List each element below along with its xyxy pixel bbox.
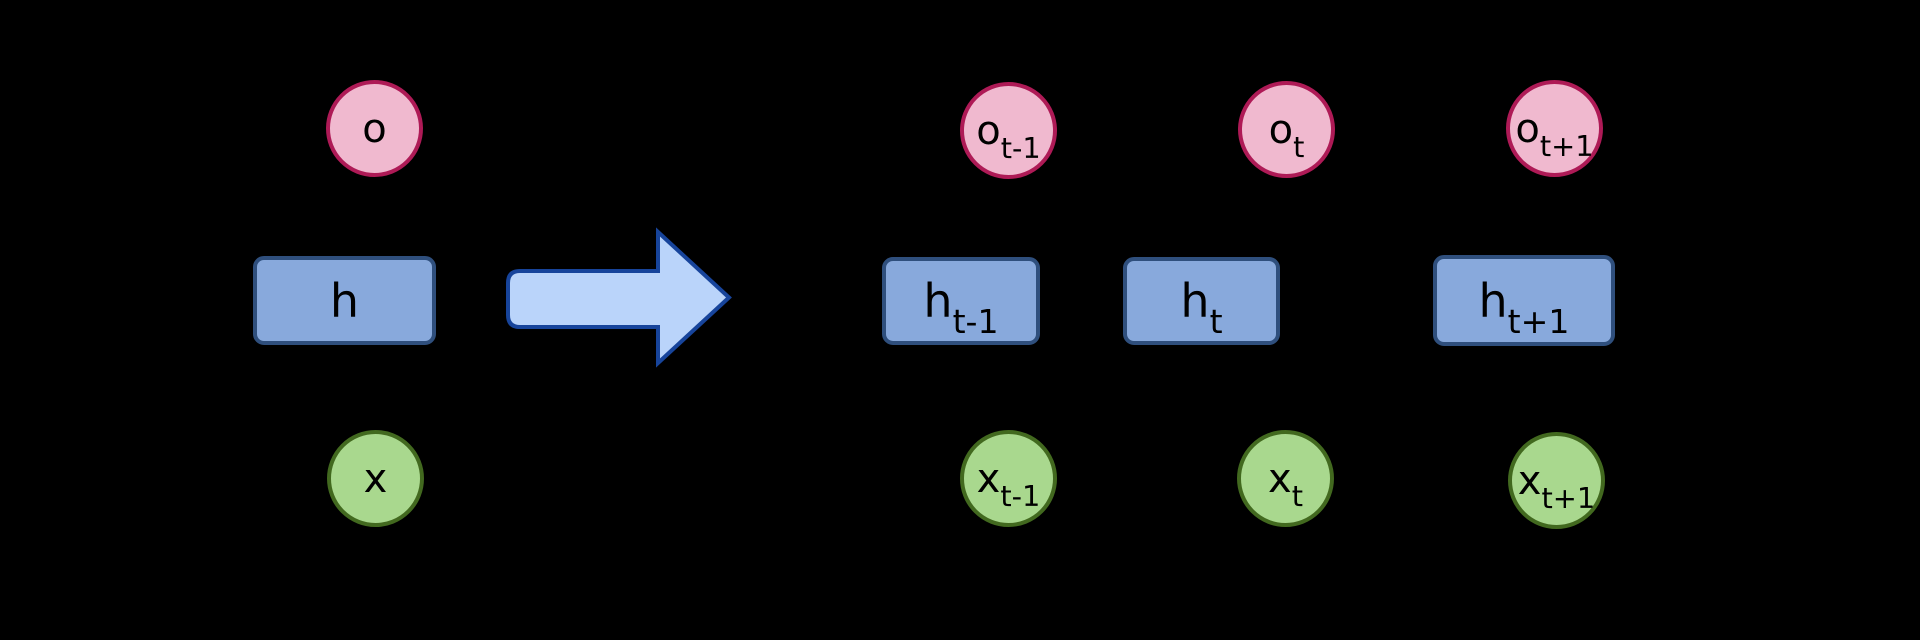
output-node-o-t: ot <box>1238 81 1335 178</box>
unfold-arrow-icon <box>506 227 732 368</box>
hidden-node-h-t: ht <box>1123 257 1280 345</box>
node-label: xt+1 <box>1517 457 1596 515</box>
input-node-x-t-1: xt-1 <box>960 430 1057 527</box>
node-label: o <box>362 105 387 152</box>
hidden-node-h-t-1: ht-1 <box>882 257 1040 345</box>
input-node-x-t+1: xt+1 <box>1508 432 1605 529</box>
output-node-o-t-1: ot-1 <box>960 82 1057 179</box>
node-label: ht-1 <box>923 274 999 342</box>
node-label: ht <box>1180 274 1223 342</box>
output-node-o: o <box>326 80 423 177</box>
input-node-x: x <box>327 430 424 527</box>
node-label: ot-1 <box>976 107 1041 165</box>
hidden-node-h: h <box>253 256 436 345</box>
node-label: ot <box>1268 106 1305 164</box>
node-label: ot+1 <box>1515 105 1594 163</box>
input-node-x-t: xt <box>1237 430 1334 527</box>
node-label: x <box>363 455 388 502</box>
node-label: ht+1 <box>1478 273 1570 341</box>
node-label: h <box>329 273 360 328</box>
node-label: xt <box>1268 455 1303 513</box>
hidden-node-h-t+1: ht+1 <box>1433 255 1615 346</box>
output-node-o-t+1: ot+1 <box>1506 80 1603 177</box>
node-label: xt-1 <box>976 455 1041 513</box>
